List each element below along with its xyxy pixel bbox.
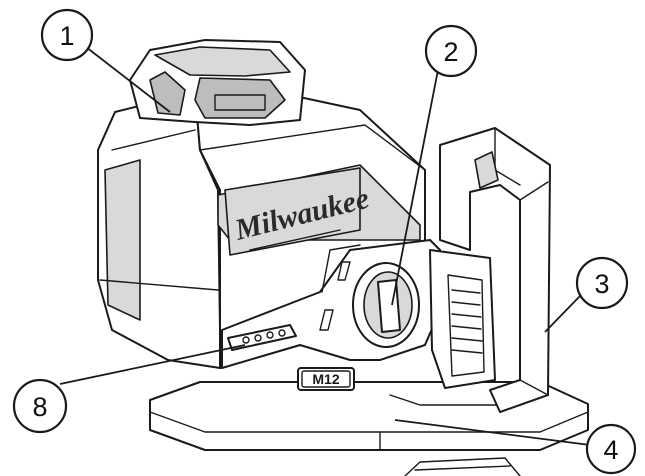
callout-3-label: 3: [594, 269, 609, 299]
base-plate: [149, 381, 589, 451]
leader-line-1: [85, 46, 171, 113]
leader-line-3: [544, 295, 581, 333]
callout-8: 8: [12, 378, 68, 434]
wall-mount-bracket: [439, 127, 551, 413]
callout-2-label: 2: [443, 37, 458, 67]
m12-badge-text: M12: [312, 371, 339, 387]
leader-line-2: [391, 69, 439, 306]
leader-line-4: [394, 419, 591, 446]
leader-line-8: [59, 344, 246, 385]
callout-3: 3: [575, 256, 629, 310]
callout-8-label: 8: [32, 392, 47, 422]
callout-1: 1: [40, 8, 94, 62]
logo-underline: [249, 229, 341, 251]
callout-4: 4: [585, 423, 637, 475]
callout-2: 2: [424, 24, 478, 78]
callout-4-label: 4: [603, 435, 618, 465]
callout-1-label: 1: [59, 21, 74, 51]
battery-pack: [429, 249, 496, 389]
stand-foot: [404, 457, 521, 476]
status-led-strip: [227, 324, 297, 351]
m12-badge: M12: [297, 367, 355, 391]
mode-knob: [352, 262, 420, 348]
